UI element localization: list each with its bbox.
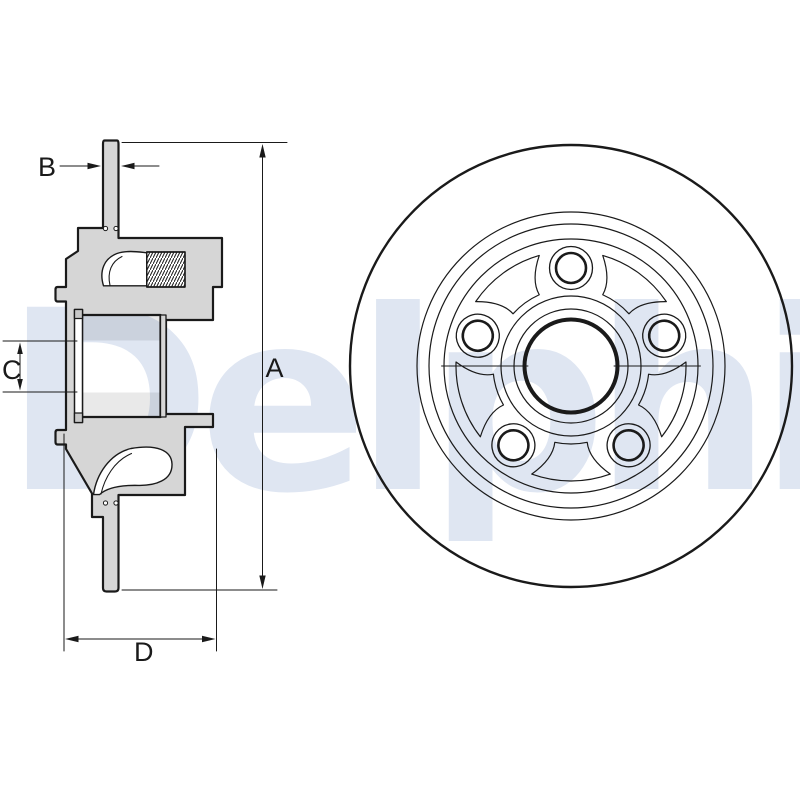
flange-pocket-top [101, 250, 148, 287]
fillet-notch [113, 225, 119, 232]
bearing-inner-ring [73, 308, 84, 424]
flange-pocket-bottom-fillet [100, 452, 133, 495]
bearing-race-shading-bottom [82, 392, 160, 417]
flange-window [531, 441, 611, 482]
circlip-tab-top [73, 308, 84, 320]
fillet-notch [113, 500, 119, 506]
hat-circle-middle [428, 223, 714, 509]
dimension-c: C [2, 340, 78, 393]
fillet-notch [102, 500, 109, 506]
dimension-d: D [63, 433, 217, 667]
hub-web [159, 314, 167, 418]
dimension-annotations: A B C [2, 142, 288, 667]
disc-outer-edge [348, 143, 794, 589]
dimension-a: A [121, 142, 288, 591]
dimension-a-label: A [266, 353, 284, 383]
circlip-tab-bottom [73, 412, 84, 424]
section-view [54, 139, 224, 593]
hat-circle-outer [416, 211, 726, 521]
dimension-c-label: C [2, 355, 22, 385]
bolt-hole [635, 307, 693, 365]
bearing-race-shading-top [82, 316, 160, 341]
flange-pocket-top-fillet [108, 255, 123, 287]
fillet-notch [102, 225, 109, 232]
hub-pilot-circle-inner [513, 308, 629, 424]
flange-pocket-bottom [92, 446, 173, 496]
dimension-d-label: D [134, 637, 154, 667]
stud-thread-hatch [146, 251, 186, 288]
center-bore [522, 317, 620, 415]
front-view [348, 143, 794, 589]
dimension-b: B [38, 152, 160, 182]
bolt-hole [449, 307, 507, 365]
dimension-b-label: B [38, 152, 56, 182]
bolt-hole [548, 245, 594, 291]
